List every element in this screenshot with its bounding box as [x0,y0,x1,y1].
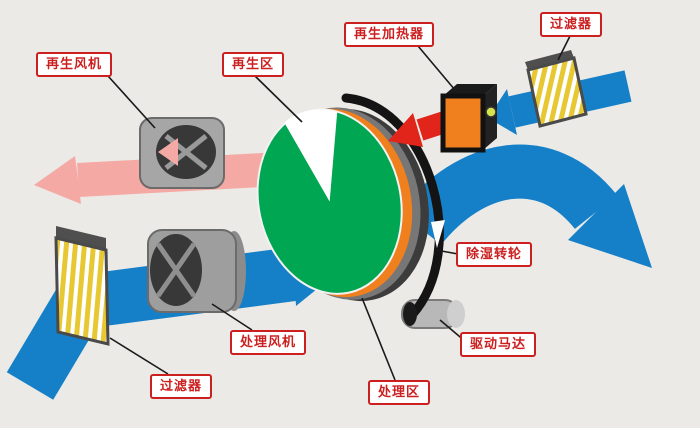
label-processing-fan: 处理风机 [230,330,307,355]
leader-regeneration-zone [254,75,303,123]
label-regeneration-zone: 再生区 [222,52,285,77]
leader-regeneration-heater [417,45,456,91]
process-air-outlet-arrowhead [568,184,652,268]
leader-regeneration-fan [107,75,156,129]
leader-lines [107,35,571,381]
regeneration-fan-arrowhead [158,138,178,166]
process-air-outlet-duct [398,144,618,246]
label-drive-motor: 驱动马达 [460,332,537,357]
leader-dehumidification-wheel [435,249,459,255]
label-filter-bottom: 过滤器 [150,374,213,399]
desiccant-wheel-graphic [256,107,429,302]
regeneration-fan-blades [164,134,208,170]
filter-top-cap [525,50,574,70]
leader-processing-zone [361,297,396,381]
heater-front-face [440,93,486,153]
label-regeneration-heater: 再生加热器 [344,22,435,47]
regeneration-exhaust-arrowhead [34,156,81,204]
filter-bottom-pleats [54,236,110,346]
filter-bottom-cap [56,226,106,250]
leader-filter-top [557,35,571,61]
label-processing-zone: 处理区 [368,380,431,405]
filter-top-pleats [526,56,588,128]
label-dehumidification-wheel: 除湿转轮 [456,242,533,267]
drive-belt-graphic [341,93,445,326]
processing-fan-blades [155,242,197,298]
regeneration-heater-graphic [440,84,497,153]
rotation-arrow-icon [431,220,445,248]
regeneration-fan-graphic [139,117,225,189]
filter-top-graphic [525,50,588,128]
wheel-regeneration-sector [284,109,338,202]
drive-belt [341,93,444,320]
processing-fan-graphic [147,229,246,313]
outside-air-arrowhead [488,89,517,135]
drive-motor-endcap [447,300,465,328]
filter-bottom-graphic [54,226,110,346]
drive-motor-pulley [403,302,417,326]
leader-filter-bottom [109,337,169,375]
label-regeneration-fan: 再生风机 [36,52,113,77]
heater-top-face [443,84,497,96]
hot-air-arrowhead [388,113,423,147]
label-filter-top: 过滤器 [540,12,603,37]
leader-processing-fan [211,303,253,331]
heater-indicator-dot [485,106,497,118]
